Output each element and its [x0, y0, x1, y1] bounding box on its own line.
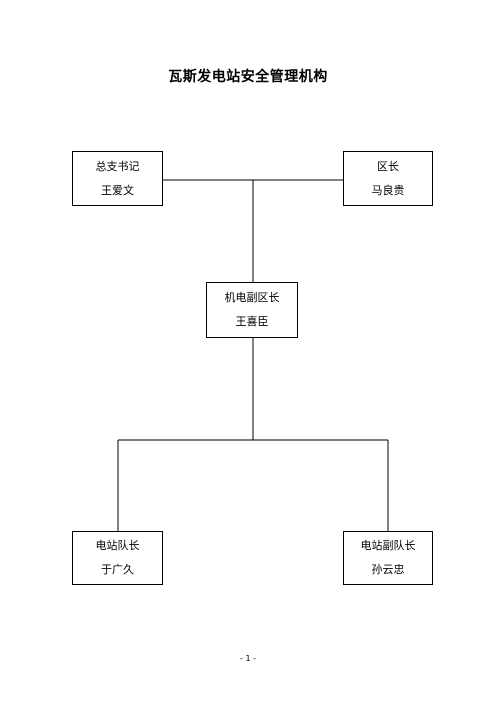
node-person: 王喜臣: [235, 315, 269, 328]
node-person: 于广久: [101, 563, 134, 576]
node-mech-deputy: 机电副区长 王喜臣: [206, 282, 298, 338]
node-district-head: 区长 马良贵: [343, 151, 433, 206]
node-person: 马良贵: [371, 183, 405, 197]
node-role: 区长: [377, 159, 399, 173]
node-secretary: 总支书记 王爱文: [72, 151, 163, 206]
node-person: 孙云忠: [371, 563, 405, 576]
node-role: 电站副队长: [360, 539, 416, 552]
node-station-deputy: 电站副队长 孙云忠: [343, 531, 433, 585]
node-role: 总支书记: [95, 159, 140, 173]
node-station-leader: 电站队长 于广久: [72, 531, 163, 585]
page-number: - 1 -: [240, 654, 256, 663]
node-role: 机电副区长: [224, 291, 280, 304]
page-title: 瓦斯发电站安全管理机构: [168, 69, 328, 85]
node-person: 王爱文: [101, 183, 134, 197]
node-role: 电站队长: [95, 539, 140, 552]
